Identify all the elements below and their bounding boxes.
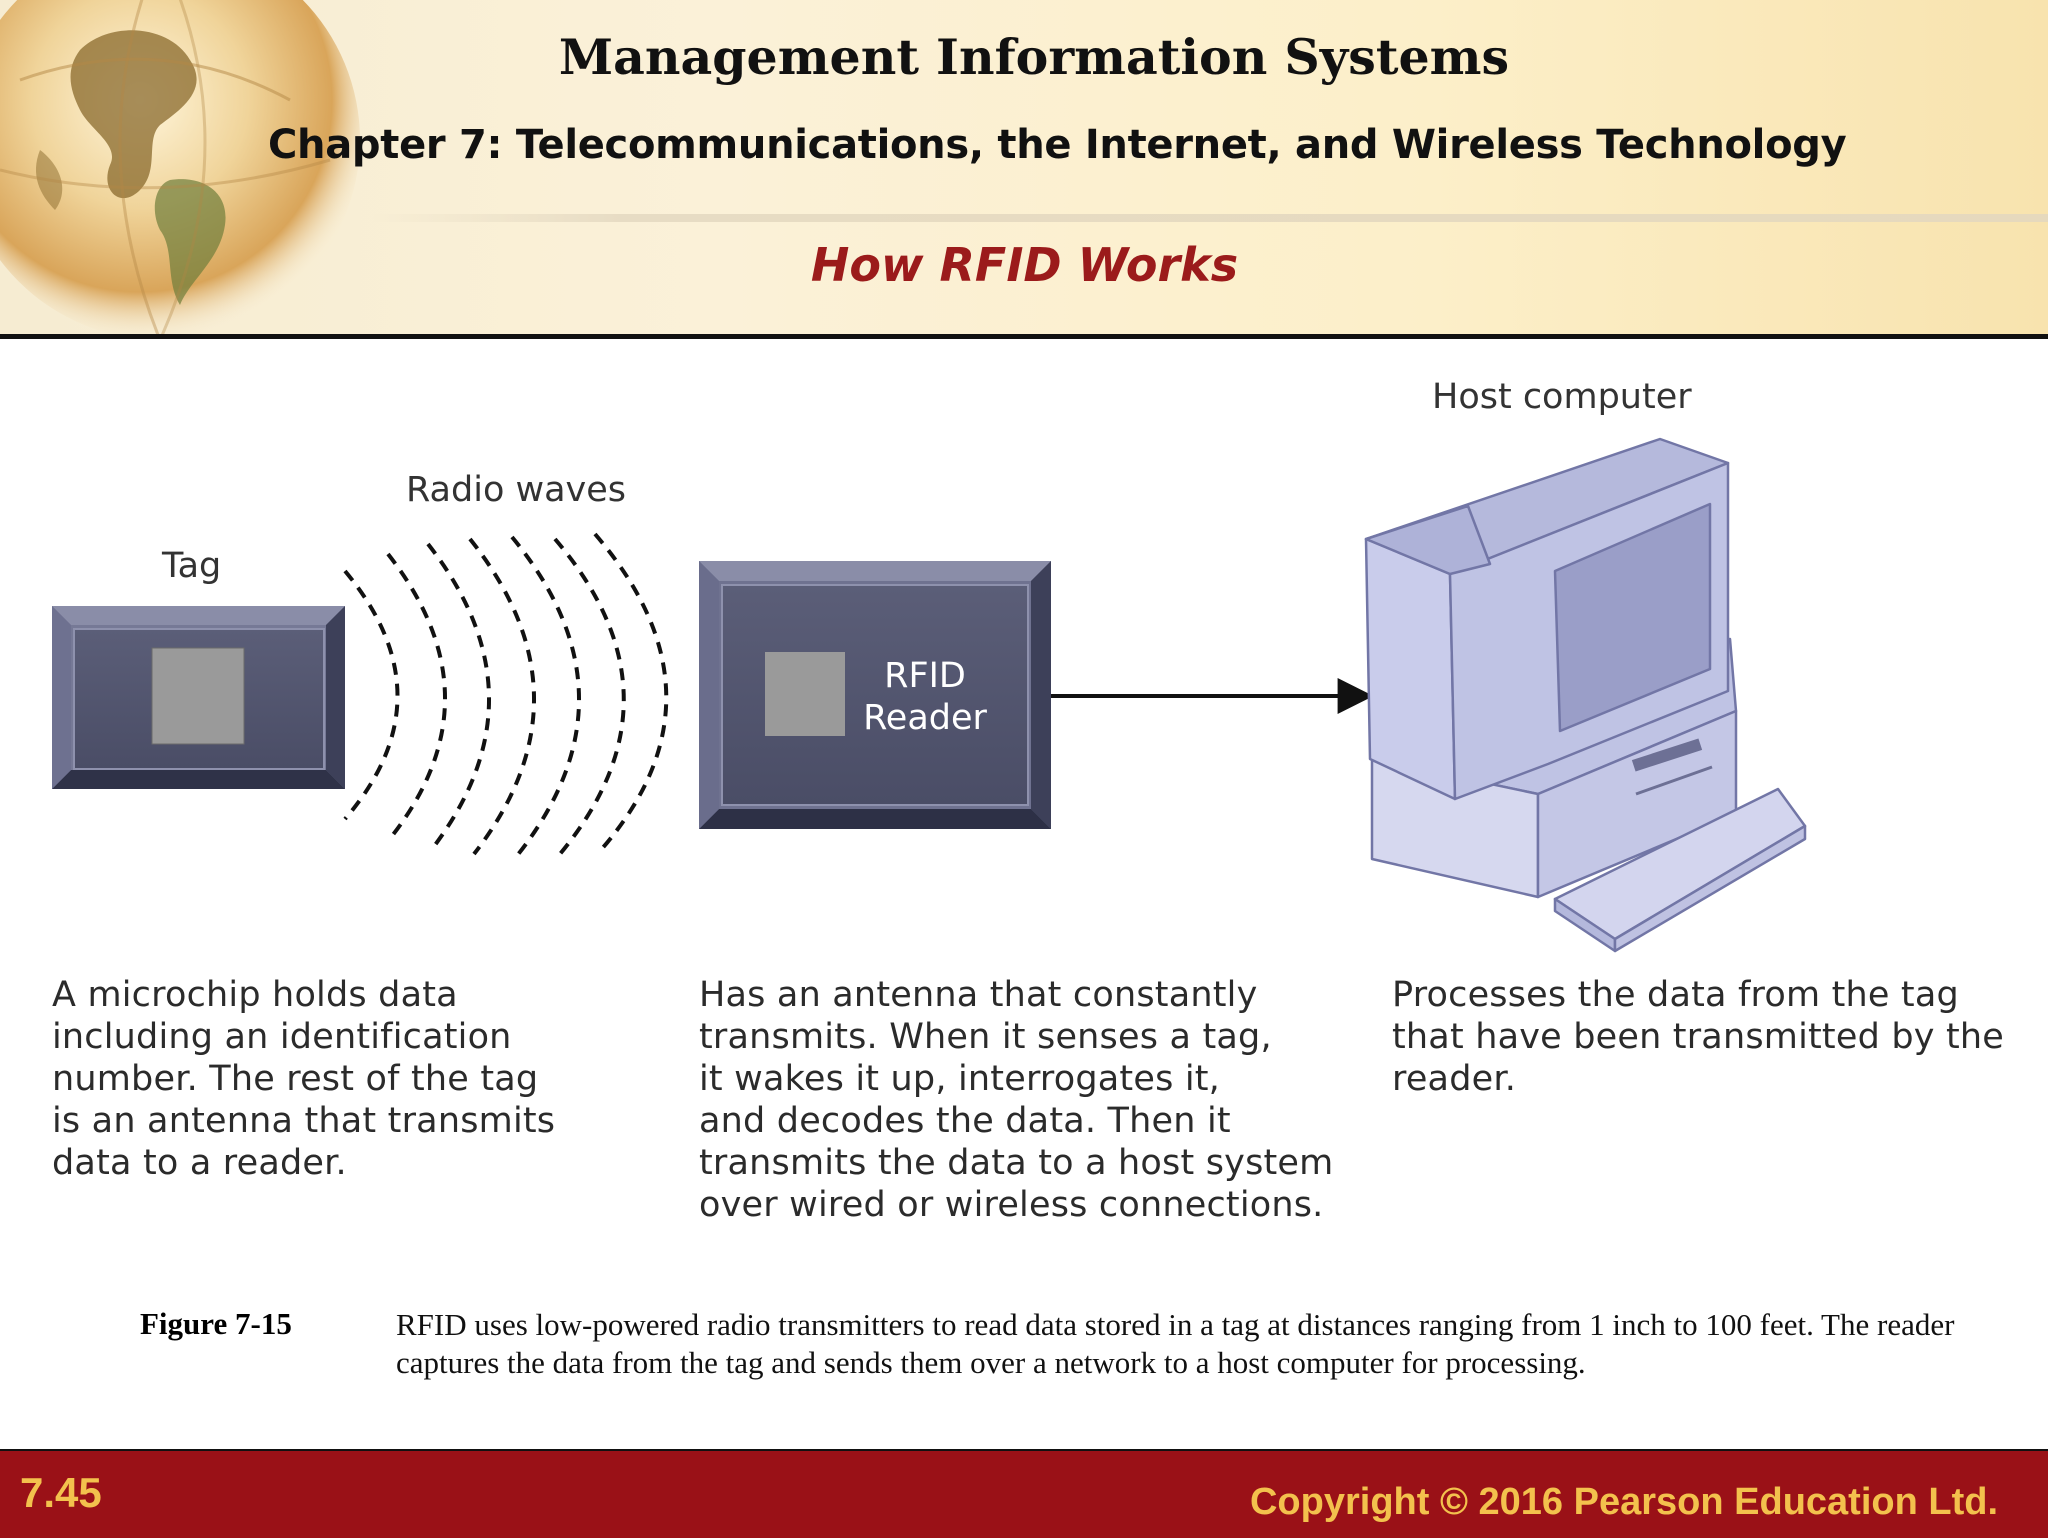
tag-label: Tag	[162, 546, 222, 586]
tag-description: A microchip holds data including an iden…	[52, 975, 556, 1183]
chapter-title: Chapter 7: Telecommunications, the Inter…	[268, 122, 1847, 168]
host-computer-label: Host computer	[1432, 377, 1692, 417]
course-title: Management Information Systems	[558, 28, 1510, 86]
slide-header: Management Information Systems Chapter 7…	[0, 0, 2048, 334]
header-divider	[370, 214, 2048, 222]
rfid-reader-label-line1: RFID	[884, 656, 966, 696]
rfid-diagram: Tag Radio waves RFID Reader Host compute…	[0, 339, 2048, 1259]
host-computer-icon	[1364, 437, 1807, 953]
slide-title: How RFID Works	[810, 238, 1239, 292]
rfid-reader-label: RFID Reader	[860, 655, 990, 739]
header-bottom-rule	[0, 334, 2048, 339]
host-description: Processes the data from the tag that hav…	[1392, 975, 2005, 1099]
copyright-notice: Copyright © 2016 Pearson Education Ltd.	[1249, 1481, 1998, 1523]
reader-description: Has an antenna that constantly transmits…	[699, 975, 1334, 1225]
figure-number: Figure 7-15	[140, 1306, 292, 1341]
radio-waves-label: Radio waves	[406, 470, 627, 510]
globe-icon	[0, 0, 360, 334]
slide-footer: 7.45 Copyright © 2016 Pearson Education …	[0, 1449, 2048, 1538]
rfid-reader-label-line2: Reader	[863, 698, 987, 738]
figure-caption: RFID uses low-powered radio transmitters…	[396, 1307, 1955, 1380]
slide-number: 7.45	[20, 1469, 102, 1516]
radio-waves-icon	[343, 532, 669, 859]
rfid-reader-icon	[699, 561, 1051, 829]
rfid-tag-icon	[52, 606, 345, 789]
